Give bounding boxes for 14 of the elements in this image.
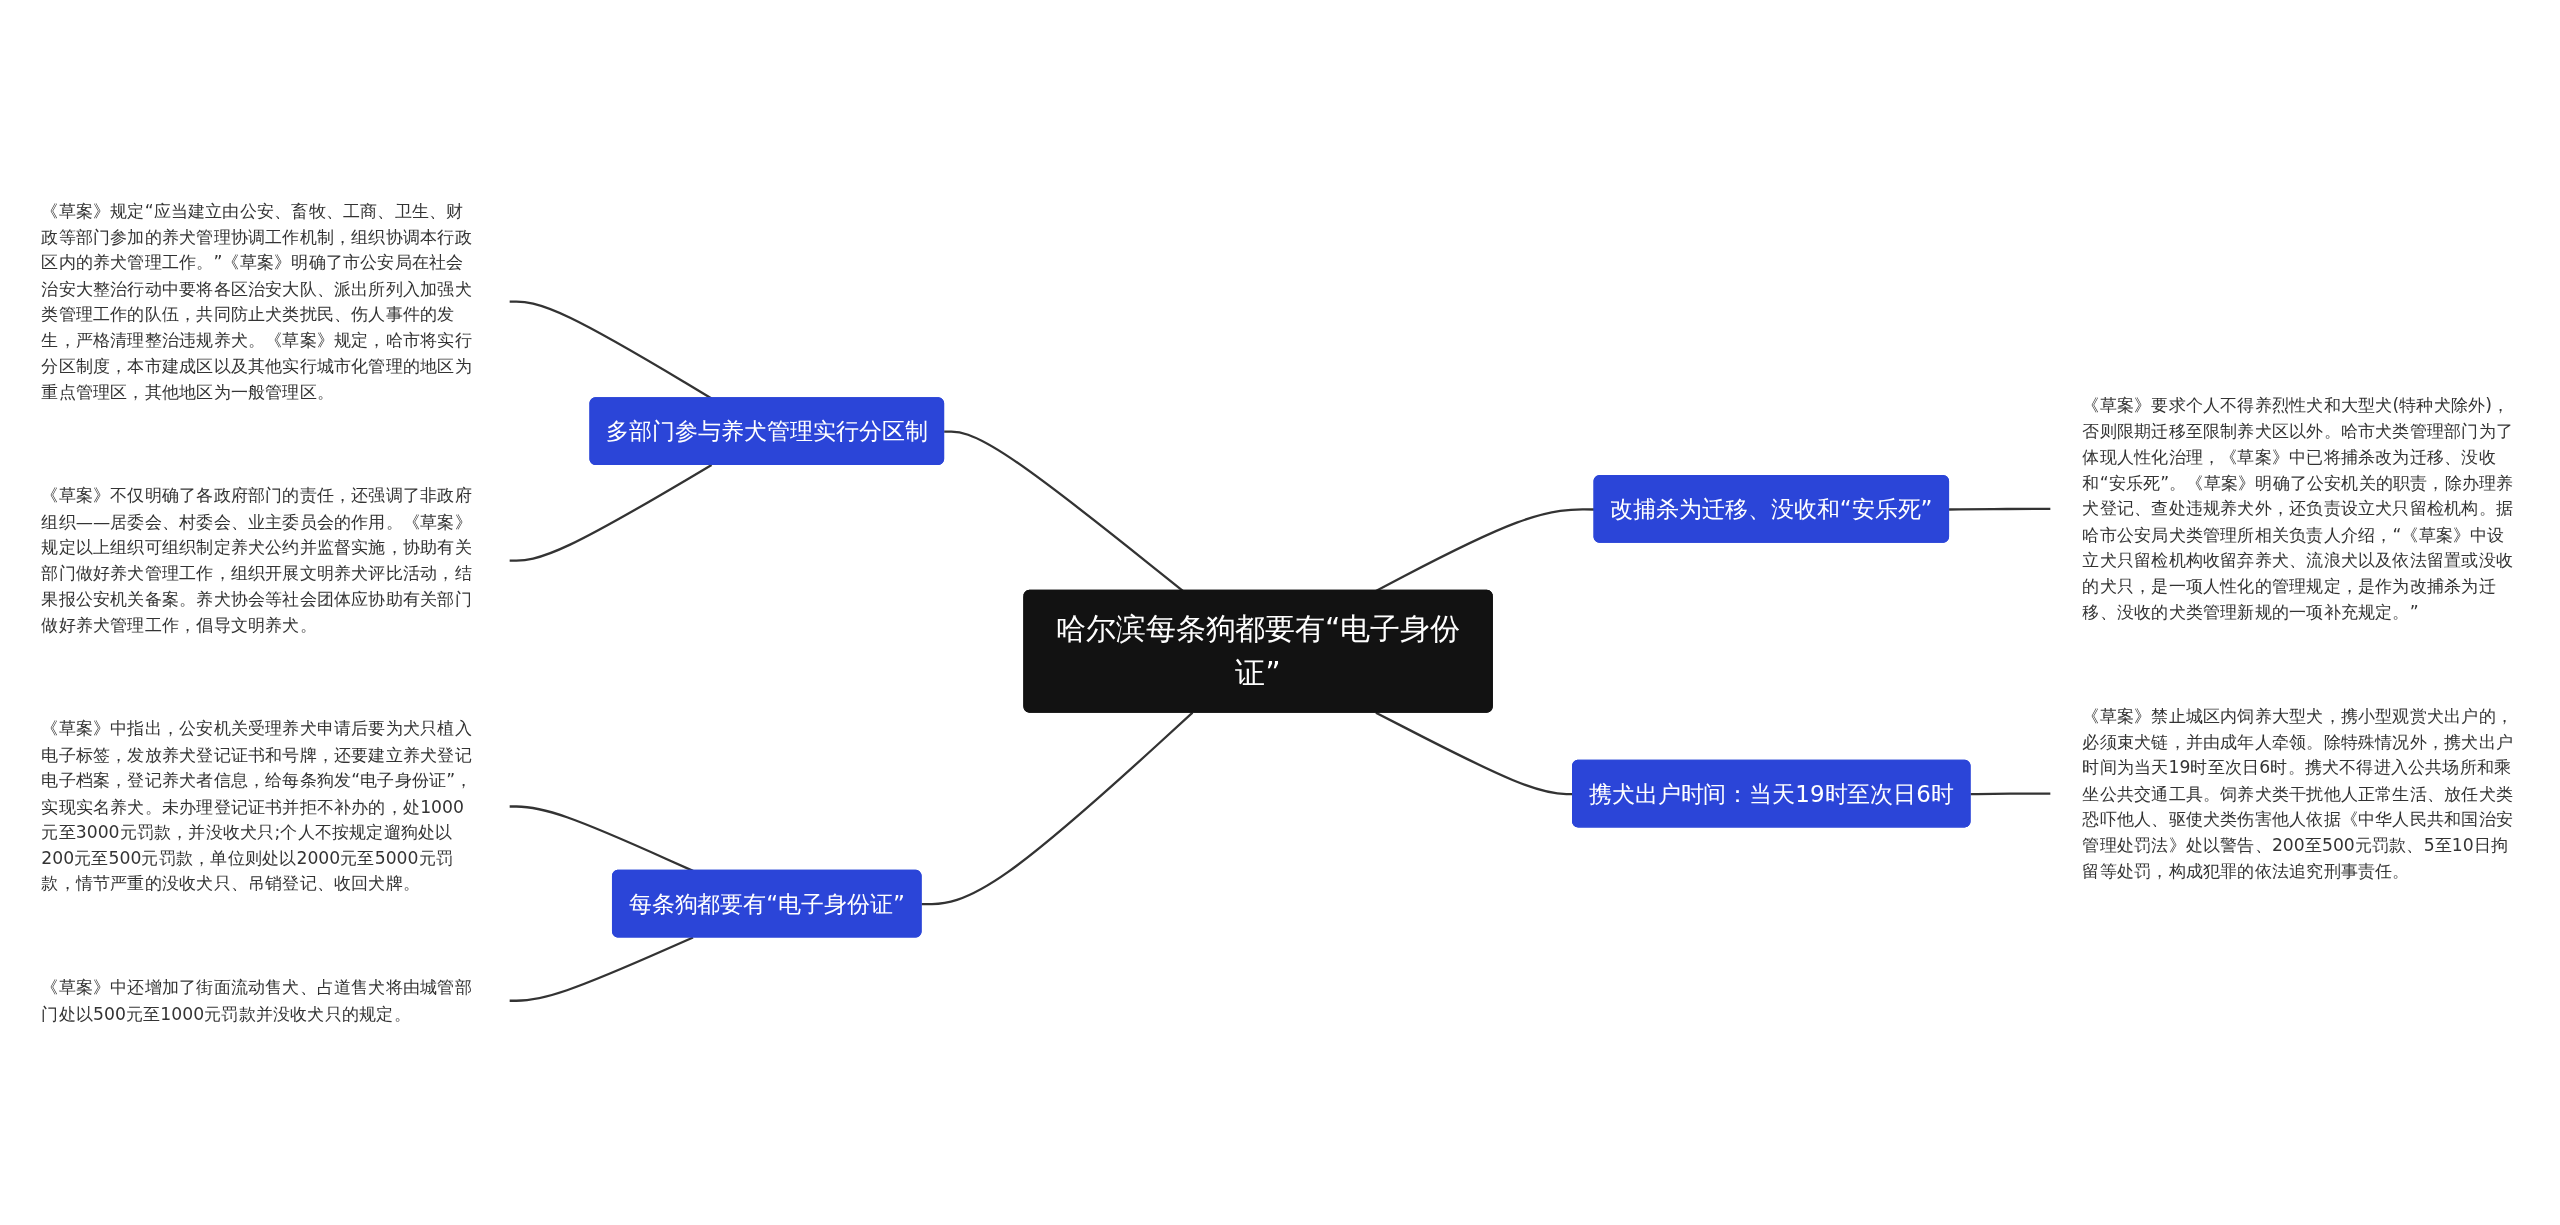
connector bbox=[944, 430, 1184, 592]
node-text: 《草案》规定“应当建立由公安、畜牧、工商、卫生、财政等部门参加的养犬管理协调工作机制，组织协调本行政区内的养犬管理工作。”《草案》明确了市公安局在社会治安大整治行动中要将各区治安大队、派出所列入加强犬类管理工作的队伍，共同防止犬类扰民、伤人事件的发生，严格清理整治违规养犬。《草案》规定，哈市将实行分区制度，本市建成区以及其他实行城市化管理的地区为重点管理区，其他地区为一般管理区。 bbox=[41, 200, 472, 403]
node-text: 《草案》中还增加了街面流动售犬、占道售犬将由城管部门处以500元至1000元罚款并没收犬只的规定。 bbox=[41, 977, 472, 1024]
connector bbox=[509, 805, 694, 872]
connector bbox=[1970, 792, 2051, 796]
node-text: 《草案》中指出，公安机关受理养犬申请后要为犬只植入电子标签，发放养犬登记证书和号牌，还要建立养犬登记电子档案，登记养犬者信息，给每条狗发“电子身份证”，实现实名养犬。未办理登记证书并拒不补办的，处1000元至3000元罚款，并没收犬只;个人不按规定遛狗处以200元至500元罚款，单位则处以2000元至5000元罚款，情节严重的没收犬只、吊销登记、收回犬牌。 bbox=[41, 718, 473, 895]
node-text: 《草案》不仅明确了各政府部门的责任，还强调了非政府组织——居委会、村委会、业主委员会的作用。《草案》规定以上组织可组织制定养犬公约并监督实施，协助有关部门做好养犬管理工作，组织开展文明养犬评比活动，结果报公安机关备案。养犬协会等社会团体应协助有关部门做好养犬管理工作，倡导文明养犬。 bbox=[41, 485, 472, 636]
connector bbox=[509, 936, 694, 1002]
node-text: 《草案》要求个人不得养烈性犬和大型犬(特种犬除外)，否则限期迁移至限制养犬区以外。哈市犬类管理部门为了体现人性化治理，《草案》中已将捕杀改为迁移、没收和“安乐死”。《草案》明确了公安机关的职责，除办理养犬登记、查处违规养犬外，还负责设立犬只留检机构。据哈市公安局犬类管理所相关负责人介绍，“《草案》中设立犬只留检机构收留弃养犬、流浪犬以及依法留置或没收的犬只，是一项人性化的管理规定，是作为改捕杀为迁移、没收的犬类管理新规的一项补充规定。” bbox=[2082, 394, 2514, 623]
node-text: 《草案》禁止城区内饲养大型犬，携小型观赏犬出户的，必须束犬链，并由成年人牵领。除特殊情况外，携犬出户时间为当天19时至次日6时。携犬不得进入公共场所和乘坐公共交通工具。饲养犬类干扰他人正常生活、放任犬类恐吓他人、驱使犬类伤害他人依据《中华人民共和国治安管理处罚法》处以警告、200至500元罚款、5至10日拘留等处罚，构成犯罪的依法追究刑事责任。 bbox=[2082, 705, 2513, 882]
connector bbox=[921, 711, 1194, 906]
connector bbox=[1949, 507, 2051, 511]
connector bbox=[509, 464, 713, 562]
connector bbox=[1375, 508, 1595, 592]
